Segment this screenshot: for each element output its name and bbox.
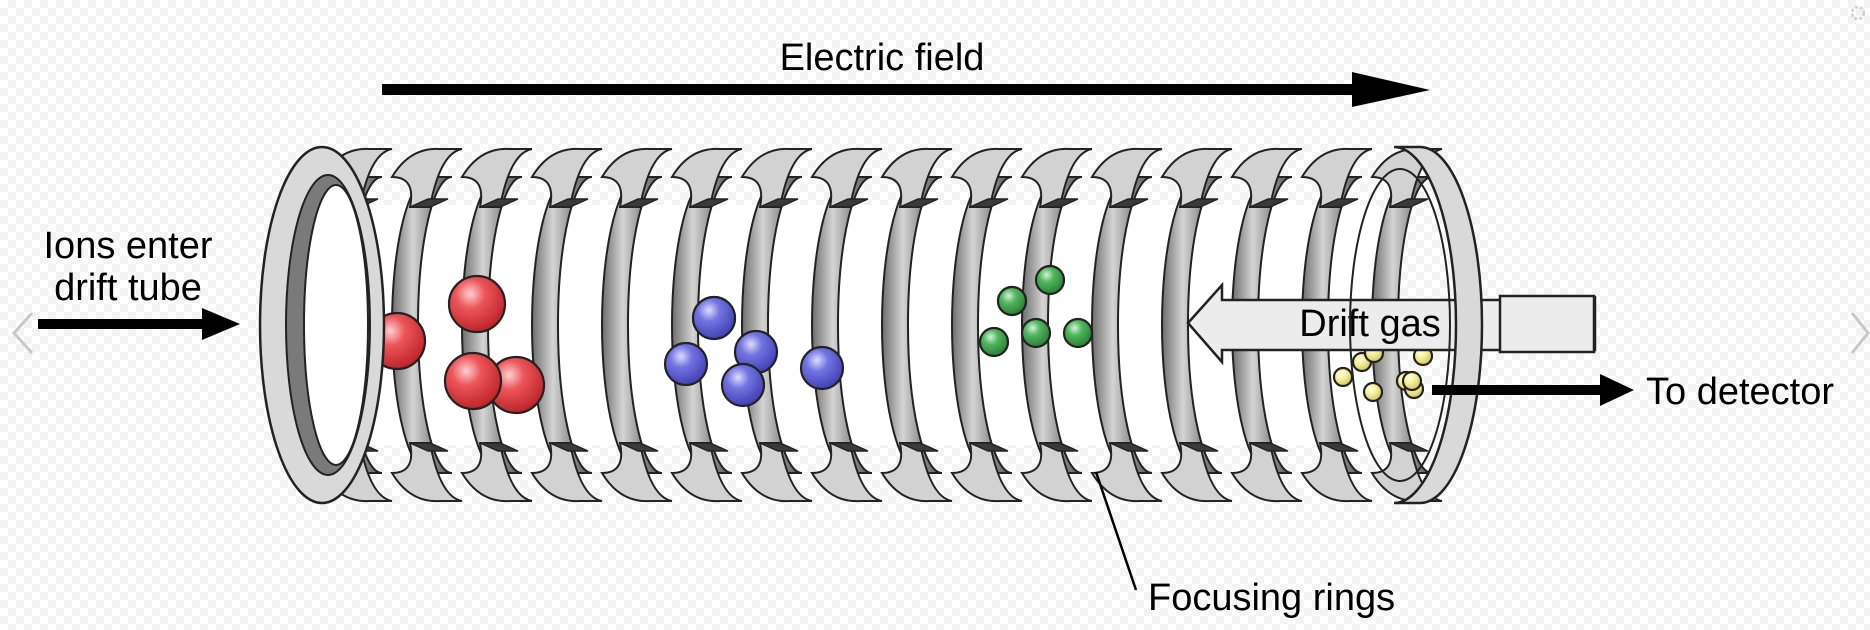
ion	[691, 295, 737, 341]
electric-field-arrow	[382, 72, 1430, 107]
ion	[978, 326, 1010, 358]
ions-enter-arrow	[38, 308, 240, 340]
to-detector-arrow	[1432, 374, 1634, 406]
focusing-rings-leader-line	[1094, 471, 1138, 591]
focusing-ring-front	[460, 147, 533, 503]
ion	[1362, 381, 1384, 403]
focusing-ring-front	[740, 147, 813, 503]
ions-enter-label-line2: drift tube	[54, 267, 202, 309]
focusing-ring-front	[810, 147, 883, 503]
focusing-ring	[1091, 176, 1153, 474]
focusing-ring	[601, 176, 663, 474]
drift-gas-arrow: Drift gas	[1186, 281, 1597, 366]
electric-field-label: Electric field	[780, 37, 985, 79]
drift-gas-label: Drift gas	[1299, 303, 1440, 345]
ion	[996, 285, 1028, 317]
focusing-ring-front	[1300, 147, 1373, 503]
focusing-ring-front	[670, 147, 743, 503]
ion	[443, 351, 503, 411]
ion	[447, 274, 507, 334]
focusing-ring-front	[1090, 147, 1163, 503]
rings-front	[258, 145, 1484, 505]
focusing-ring-front	[1230, 147, 1303, 503]
focusing-ring	[1301, 176, 1363, 474]
focusing-ring	[1161, 176, 1223, 474]
focusing-ring	[671, 176, 733, 474]
focusing-ring	[881, 176, 943, 474]
drift-tube: Drift gas	[258, 145, 1597, 505]
gear-icon	[1850, 5, 1866, 21]
to-detector-label: To detector	[1646, 371, 1834, 413]
focusing-ring-front	[600, 147, 673, 503]
ion	[1332, 366, 1354, 388]
focusing-ring	[1021, 176, 1083, 474]
blue-ions	[663, 295, 845, 408]
focusing-ring-front	[1160, 147, 1233, 503]
prev-image-button[interactable]	[11, 311, 34, 355]
ions	[367, 264, 1434, 415]
focusing-ring-front	[530, 147, 603, 503]
focusing-ring	[391, 176, 453, 474]
ion	[663, 341, 709, 387]
focusing-rings-label: Focusing rings	[1148, 577, 1395, 619]
focusing-ring	[811, 176, 873, 474]
ion	[1062, 317, 1094, 349]
focusing-ring	[1231, 176, 1293, 474]
focusing-ring	[951, 176, 1013, 474]
focusing-ring	[531, 176, 593, 474]
exit-ring	[1349, 145, 1484, 505]
focusing-ring-front	[390, 147, 463, 503]
ion	[1020, 317, 1052, 349]
focusing-ring-front	[950, 147, 1023, 503]
ions-enter-label-line1: Ions enter	[44, 225, 213, 267]
ion	[1034, 264, 1066, 296]
focusing-ring-front	[880, 147, 953, 503]
entrance-ring	[258, 145, 386, 505]
chevron-right-icon	[1850, 312, 1870, 354]
settings-button[interactable]	[1850, 5, 1866, 21]
next-image-button[interactable]	[1850, 312, 1870, 354]
green-ions	[978, 264, 1094, 358]
ion	[1401, 370, 1423, 392]
ion	[720, 362, 766, 408]
chevron-left-icon	[11, 311, 34, 355]
focusing-ring-front	[1020, 147, 1093, 503]
ion	[799, 345, 845, 391]
